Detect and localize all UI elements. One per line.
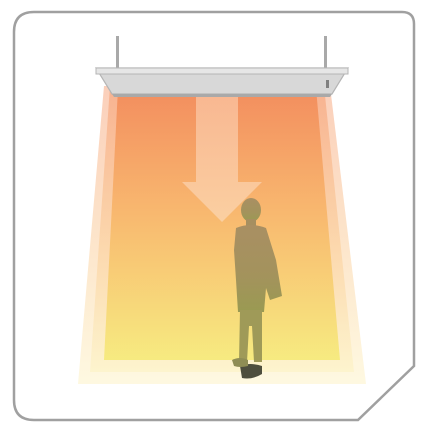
suspension-rod-left — [116, 36, 119, 70]
heater-panel — [94, 67, 350, 97]
person-silhouette — [232, 198, 282, 379]
heat-direction-arrow-icon — [182, 86, 262, 222]
suspension-rod-right — [324, 36, 327, 70]
